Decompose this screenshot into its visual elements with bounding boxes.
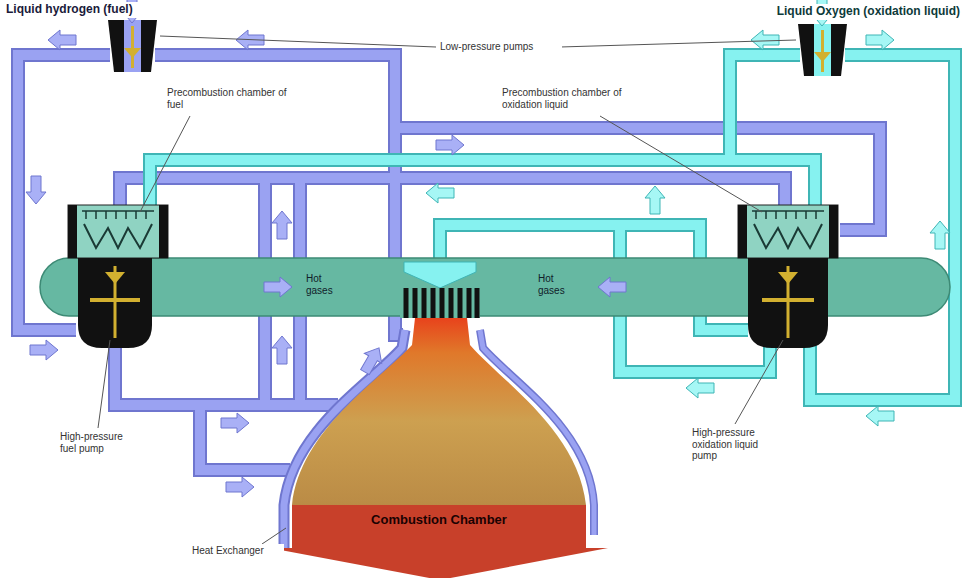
callout-label: Low-pressure pumps xyxy=(438,40,562,54)
flame-zigzag xyxy=(754,224,822,248)
gas-manifold: Hot gases Hot gases xyxy=(40,258,950,316)
oxidizer-pipe xyxy=(810,55,955,400)
oxidizer-pipe xyxy=(730,160,815,205)
callout-label: High-pressure oxidation liquid pump xyxy=(690,426,780,463)
flow-arrow xyxy=(272,336,292,364)
pump-channel xyxy=(124,20,141,72)
fuel-preburner xyxy=(68,205,168,258)
fuel-pipe xyxy=(200,405,290,470)
combustion-chamber: Combustion Chamber xyxy=(292,318,586,548)
pump-shaft xyxy=(821,30,824,72)
injector-plate xyxy=(752,211,824,219)
fuel-flow-arrows xyxy=(26,0,626,497)
flow-arrow xyxy=(686,378,714,398)
preburner-body xyxy=(738,205,838,258)
exhaust-arrow xyxy=(270,548,608,578)
preburner-wall xyxy=(738,205,747,258)
oxidizer-pipe xyxy=(150,55,800,205)
pump-housing xyxy=(798,24,814,76)
flow-arrow xyxy=(645,186,665,214)
pump-impeller xyxy=(814,52,831,62)
injector-body xyxy=(400,262,480,318)
flow-arrow xyxy=(221,413,249,433)
preburner-wall xyxy=(159,205,168,258)
flow-arrow xyxy=(436,135,464,155)
flow-arrow xyxy=(48,30,76,50)
flow-arrow xyxy=(356,343,387,377)
chamber-label: Combustion Chamber xyxy=(292,513,586,528)
leader-line xyxy=(140,116,190,212)
pump-channel xyxy=(814,24,831,76)
leader-line xyxy=(160,36,436,47)
pump-shaft xyxy=(131,26,134,68)
leader-lines xyxy=(98,36,796,544)
leader-line xyxy=(560,40,796,47)
fuel-pipe xyxy=(120,178,785,205)
flow-arrow xyxy=(866,406,894,426)
flame-zigzag xyxy=(84,224,152,248)
nozzle-bell xyxy=(292,318,586,548)
pump-housing xyxy=(78,258,152,348)
preburner-wall xyxy=(829,205,838,258)
leader-line xyxy=(262,528,286,544)
hot-gas-arrow xyxy=(598,277,626,297)
oxidizer-pipe xyxy=(730,160,815,205)
pump-impeller xyxy=(762,298,814,302)
callout-label: High-pressure fuel pump xyxy=(58,430,140,455)
fuel-low-pressure-pump xyxy=(108,20,157,72)
flow-arrow xyxy=(930,221,950,249)
exhaust-band xyxy=(292,505,586,548)
oxidizer-pipe-outline xyxy=(150,55,955,400)
turbine-blade xyxy=(105,272,125,284)
flow-arrow xyxy=(30,340,58,360)
injector-plate xyxy=(82,211,154,219)
callout-label: Precombustion chamber of fuel xyxy=(165,86,289,111)
pump-impeller xyxy=(124,48,141,58)
turbine-blade xyxy=(778,272,798,284)
preburner-wall xyxy=(68,205,77,258)
pump-housing xyxy=(748,258,828,348)
hot-gas-arrow xyxy=(264,277,292,297)
flow-label: Hot gases xyxy=(538,273,576,296)
pump-housing xyxy=(141,20,157,72)
fuel-pipe xyxy=(115,345,338,405)
oxidizer-high-pressure-pump xyxy=(748,258,828,348)
flow-label: Hot gases xyxy=(306,273,344,296)
pump-housing xyxy=(831,24,847,76)
fuel-pipe xyxy=(200,405,290,470)
oxidizer-flow-arrows xyxy=(426,0,950,426)
callout-label: Heat Exchanger xyxy=(190,544,284,558)
oxidizer-pipe xyxy=(810,55,955,400)
leader-line xyxy=(98,340,110,428)
pump-housing xyxy=(108,20,124,72)
main-injector xyxy=(400,262,480,318)
flow-arrow xyxy=(866,30,894,50)
injector-inlet xyxy=(404,262,476,288)
flow-arrow xyxy=(426,183,454,203)
preburner-body xyxy=(68,205,168,258)
leader-line xyxy=(735,340,783,424)
fuel-high-pressure-pump xyxy=(78,258,152,348)
header-label: Liquid hydrogen (fuel) xyxy=(4,2,228,18)
injector-elements xyxy=(406,288,477,318)
flow-arrow xyxy=(226,477,254,497)
flow-arrow xyxy=(751,30,779,50)
header-label: Liquid Oxygen (oxidation liquid) xyxy=(714,4,962,20)
oxidizer-low-pressure-pump xyxy=(798,24,847,76)
leader-line xyxy=(600,116,762,212)
pump-impeller xyxy=(90,298,140,302)
oxidizer-pipe xyxy=(150,55,800,205)
flow-arrow xyxy=(272,211,292,239)
oxidizer-preburner xyxy=(738,205,838,258)
oxidizer-pipe-fill xyxy=(150,55,955,400)
fuel-pipe xyxy=(120,178,785,205)
callout-label: Precombustion chamber of oxidation liqui… xyxy=(500,86,632,111)
flow-arrow xyxy=(26,176,46,204)
